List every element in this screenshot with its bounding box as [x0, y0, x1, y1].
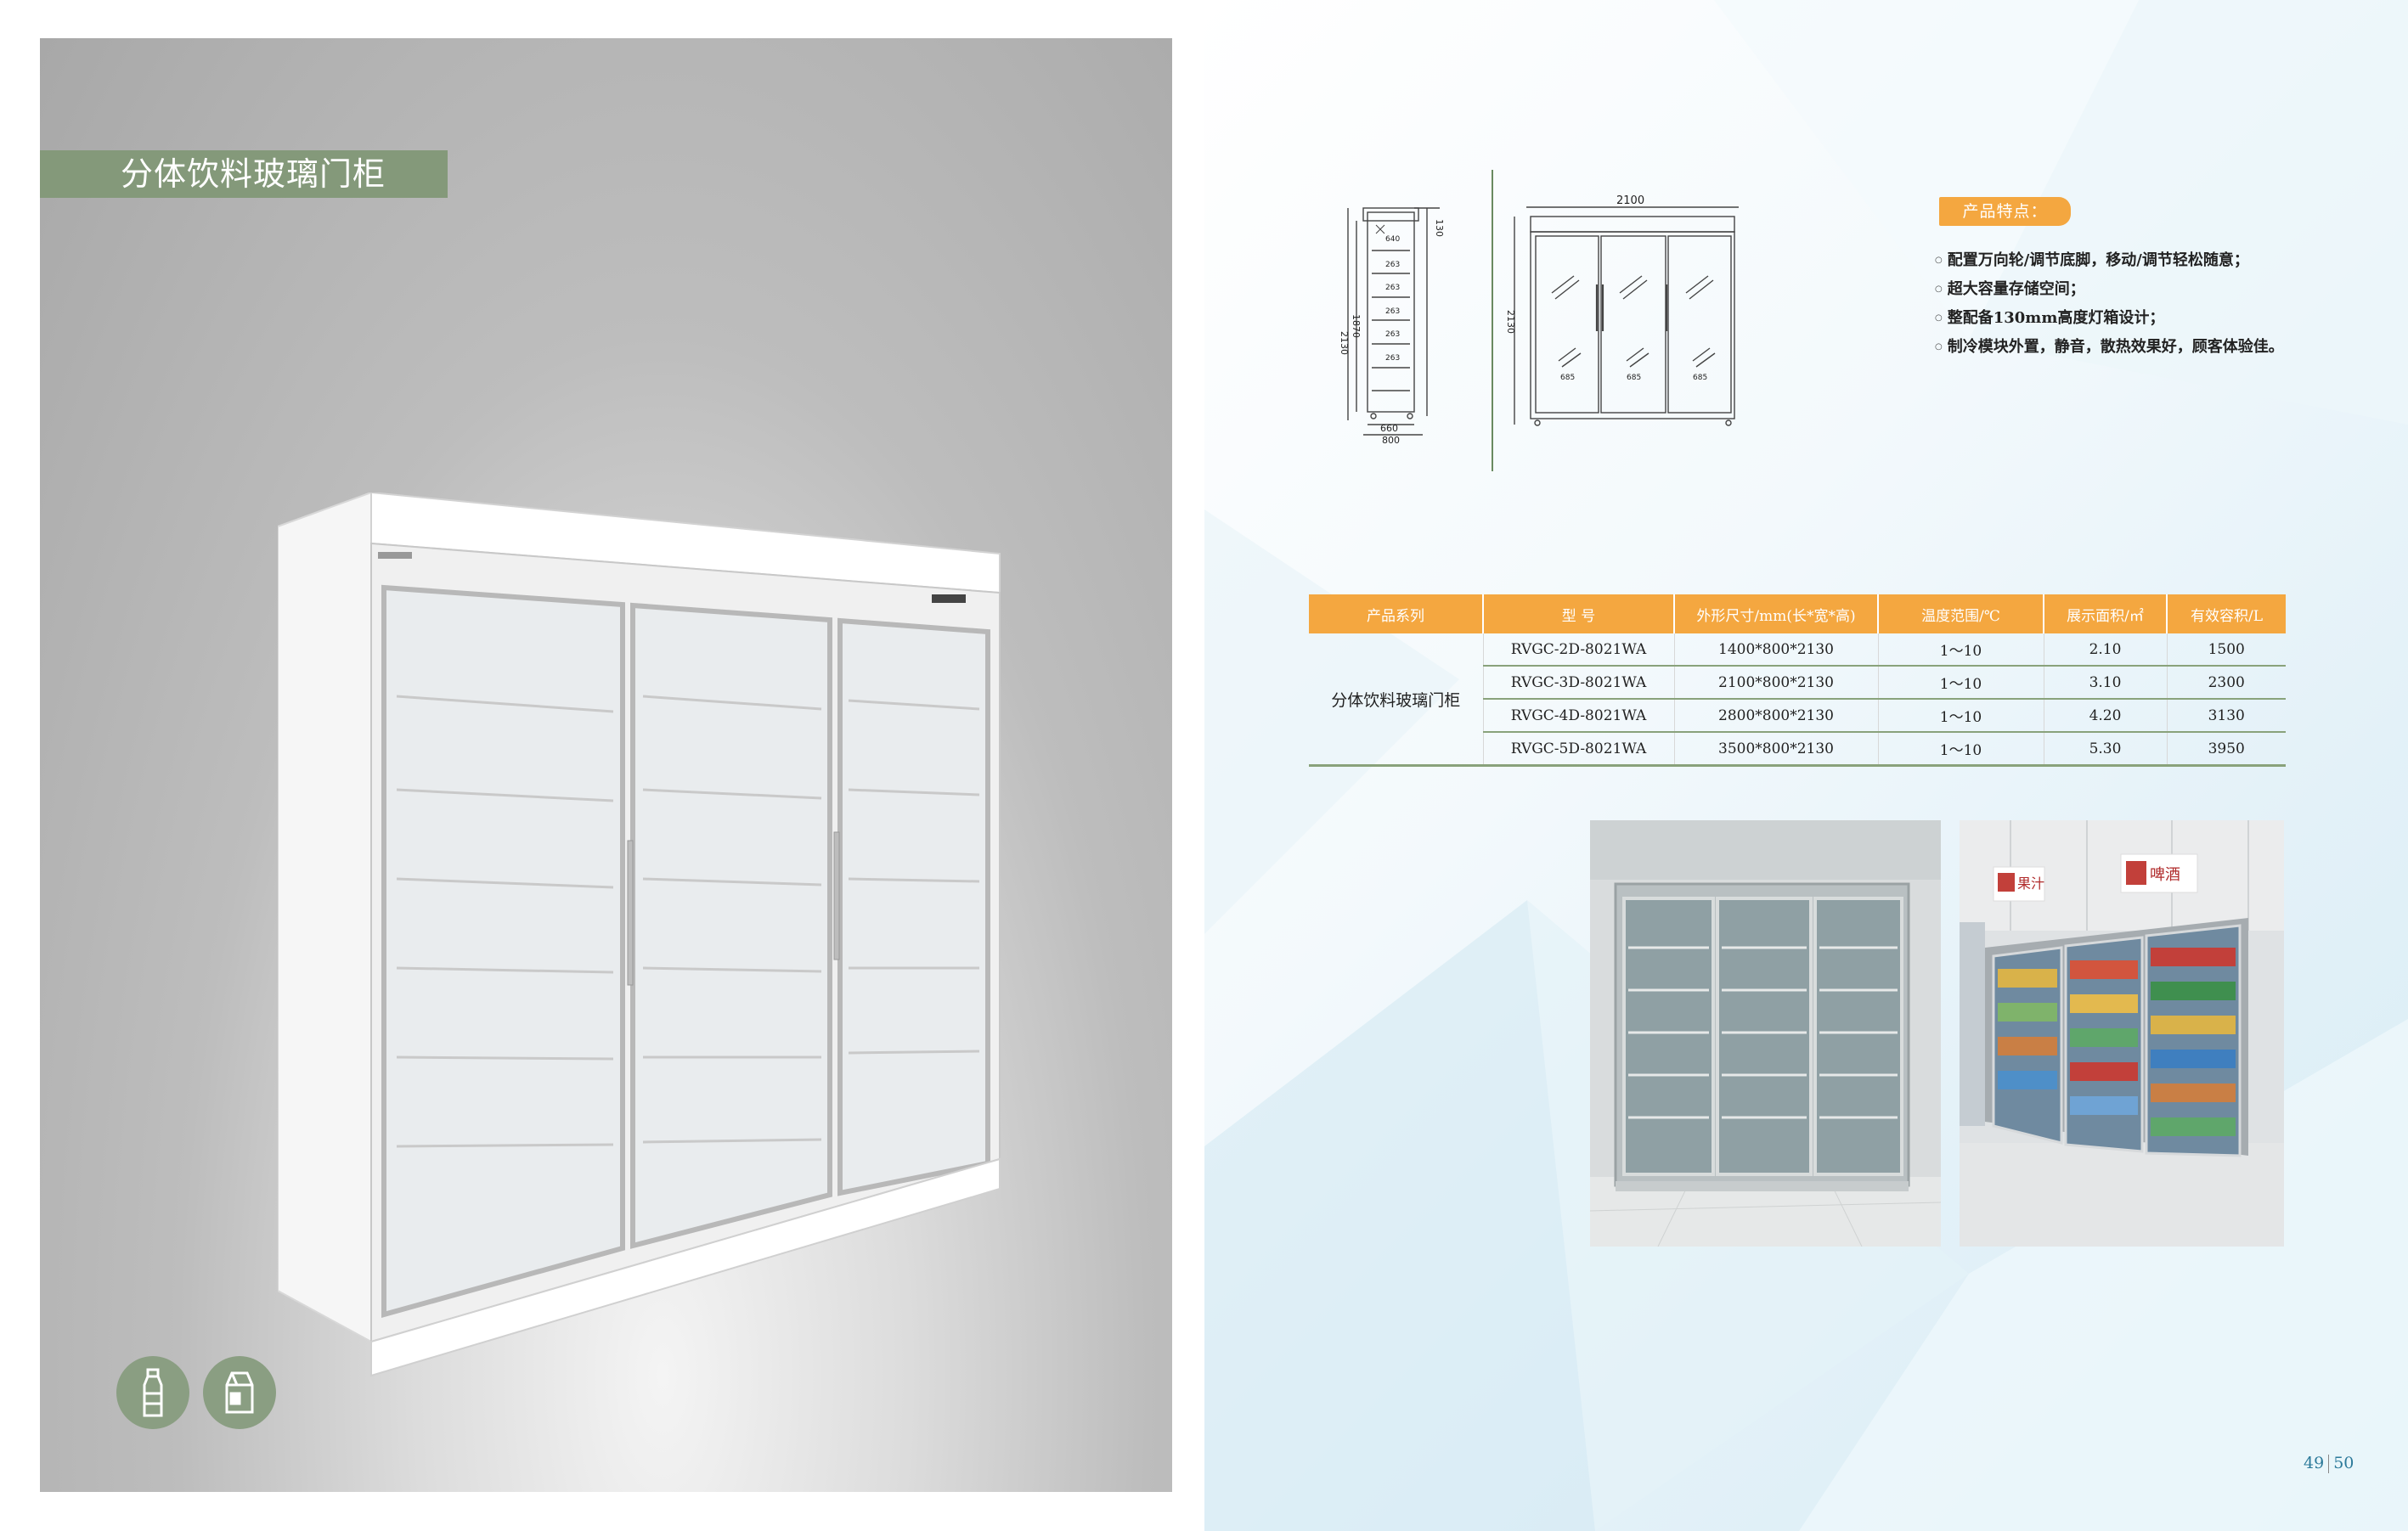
dim-side-top-gap: 640	[1385, 235, 1400, 244]
model-cell: RVGC-5D-8021WA	[1483, 732, 1675, 767]
technical-drawing: 130 2130 1870 640 263 263 263 263 263 66…	[1339, 170, 1739, 471]
table-header-row: 产品系列 型 号 外形尺寸/mm(长*宽*高) 温度范围/℃ 展示面积/㎡ 有效…	[1309, 594, 2286, 633]
col-header-temp: 温度范围/℃	[1878, 594, 2044, 633]
bottle-icon-badge	[116, 1356, 189, 1429]
area-cell: 2.10	[2044, 633, 2168, 667]
temp-cell: 1～10	[1878, 666, 2044, 700]
dim-shelf-1: 263	[1385, 261, 1400, 269]
model-cell: RVGC-3D-8021WA	[1483, 666, 1675, 700]
milk-carton-icon	[225, 1371, 254, 1414]
table-row: RVGC-4D-8021WA 2800*800*2130 1～10 4.20 3…	[1309, 699, 2286, 733]
volume-cell: 2300	[2167, 666, 2286, 700]
bottle-icon	[143, 1368, 163, 1417]
spec-table: 产品系列 型 号 外形尺寸/mm(长*宽*高) 温度范围/℃ 展示面积/㎡ 有效…	[1309, 594, 2286, 767]
product-hero-panel: 分体饮料玻璃门柜	[40, 38, 1172, 1492]
cabinet-render	[278, 493, 1001, 1377]
size-cell: 2100*800*2130	[1674, 666, 1879, 700]
col-header-model: 型 号	[1483, 594, 1675, 633]
col-header-size: 外形尺寸/mm(长*宽*高)	[1674, 594, 1879, 633]
dim-front-height: 2130	[1505, 310, 1516, 334]
page-number-left: 49	[2304, 1454, 2325, 1472]
dim-side-top: 130	[1434, 219, 1445, 237]
title-bar	[40, 150, 448, 198]
area-cell: 5.30	[2044, 732, 2168, 767]
temp-cell: 1～10	[1878, 699, 2044, 733]
dim-door-2: 685	[1627, 374, 1641, 382]
dim-side-height-inner: 1870	[1351, 314, 1362, 338]
temp-cell: 1～10	[1878, 633, 2044, 667]
store-sign-juice: 果汁	[2017, 875, 2044, 892]
col-header-series: 产品系列	[1309, 594, 1484, 633]
dim-door-3: 685	[1693, 374, 1707, 382]
temp-cell: 1～10	[1878, 732, 2044, 767]
series-cell: 分体饮料玻璃门柜	[1309, 633, 1484, 767]
photo-stocked-cabinet: 果汁 啤酒	[1960, 820, 2284, 1247]
milk-carton-icon-badge	[203, 1356, 276, 1429]
page-number-divider	[2328, 1455, 2330, 1473]
dim-side-depth-total: 800	[1382, 435, 1400, 446]
dim-side-height-total: 2130	[1339, 331, 1350, 355]
page-title: 分体饮料玻璃门柜	[121, 155, 386, 193]
feature-item: 配置万向轮/调节底脚，移动/调节轻松随意；	[1935, 246, 2284, 275]
col-header-volume: 有效容积/L	[2167, 594, 2286, 633]
dim-shelf-5: 263	[1385, 354, 1400, 363]
dim-shelf-2: 263	[1385, 284, 1400, 292]
dim-shelf-3: 263	[1385, 307, 1400, 316]
page-number: 49 50	[2304, 1454, 2354, 1473]
dim-side-depth-inner: 660	[1380, 423, 1398, 434]
page-number-right: 50	[2333, 1454, 2354, 1472]
table-row: RVGC-5D-8021WA 3500*800*2130 1～10 5.30 3…	[1309, 732, 2286, 767]
volume-cell: 3950	[2167, 732, 2286, 767]
store-sign-beer: 啤酒	[2150, 866, 2180, 884]
size-cell: 3500*800*2130	[1674, 732, 1879, 767]
features-badge: 产品特点：	[1939, 197, 2071, 226]
volume-cell: 1500	[2167, 633, 2286, 667]
dim-door-1: 685	[1560, 374, 1575, 382]
photo-empty-cabinet	[1590, 820, 1941, 1247]
feature-item: 整配备130mm高度灯箱设计；	[1935, 304, 2284, 333]
dim-shelf-4: 263	[1385, 330, 1400, 339]
area-cell: 4.20	[2044, 699, 2168, 733]
feature-item: 超大容量存储空间；	[1935, 275, 2284, 304]
col-header-area: 展示面积/㎡	[2044, 594, 2168, 633]
volume-cell: 3130	[2167, 699, 2286, 733]
model-cell: RVGC-4D-8021WA	[1483, 699, 1675, 733]
table-row: 分体饮料玻璃门柜 RVGC-2D-8021WA 1400*800*2130 1～…	[1309, 633, 2286, 767]
table-row: RVGC-3D-8021WA 2100*800*2130 1～10 3.10 2…	[1309, 666, 2286, 700]
size-cell: 2800*800*2130	[1674, 699, 1879, 733]
feature-item: 制冷模块外置，静音，散热效果好，顾客体验佳。	[1935, 333, 2284, 362]
area-cell: 3.10	[2044, 666, 2168, 700]
model-cell: RVGC-2D-8021WA	[1483, 633, 1675, 667]
size-cell: 1400*800*2130	[1674, 633, 1879, 667]
dim-front-width: 2100	[1616, 194, 1644, 207]
features-list: 配置万向轮/调节底脚，移动/调节轻松随意； 超大容量存储空间； 整配备130mm…	[1935, 246, 2284, 362]
